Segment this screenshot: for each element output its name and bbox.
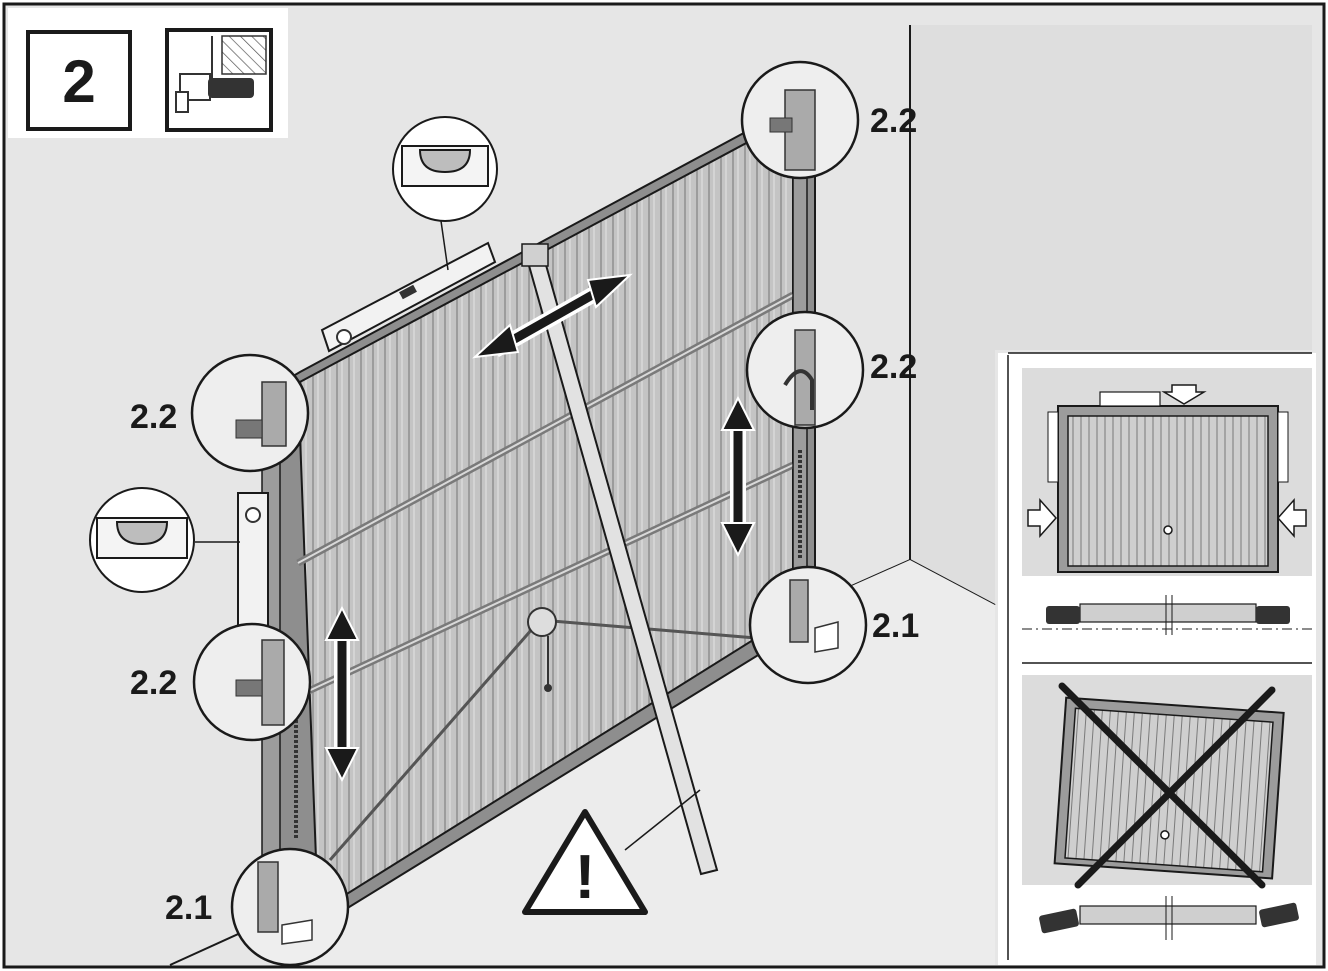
- detail-circle-mid-right: [745, 310, 865, 430]
- step-header: 2: [8, 8, 288, 138]
- callout-label: 2.2: [870, 348, 917, 386]
- detail-circle-bottom-left: [230, 847, 350, 967]
- step-tool-icon: [165, 28, 273, 132]
- spirit-level-icon: [320, 116, 498, 353]
- callout-label: 2.2: [870, 102, 917, 140]
- warning-mark: !: [575, 843, 596, 912]
- correct-icon: [1022, 368, 1312, 635]
- callout-label: 2.2: [130, 664, 177, 702]
- callout-label: 2.2: [130, 398, 177, 436]
- callout-label: 2.1: [165, 889, 212, 927]
- double-arrow-icon: [324, 605, 360, 783]
- detail-circle-top-right: [740, 60, 860, 180]
- garage-door: [261, 98, 816, 936]
- support-strut: [521, 243, 719, 876]
- callout-label: 2.1: [872, 607, 919, 645]
- detail-circle-left-upper: [190, 353, 310, 473]
- double-arrow-icon: [472, 273, 633, 359]
- detail-circle-left-lower: [192, 622, 312, 742]
- double-arrow-icon: [720, 395, 756, 558]
- detail-circle-bottom-right: [748, 565, 868, 685]
- step-number: 2: [62, 48, 95, 115]
- incorrect-icon: [1022, 675, 1312, 940]
- warning-triangle-icon: !: [522, 789, 701, 915]
- vertical-spirit-level: [89, 487, 269, 674]
- step-number-box: [26, 30, 132, 131]
- door-handle: [527, 607, 557, 637]
